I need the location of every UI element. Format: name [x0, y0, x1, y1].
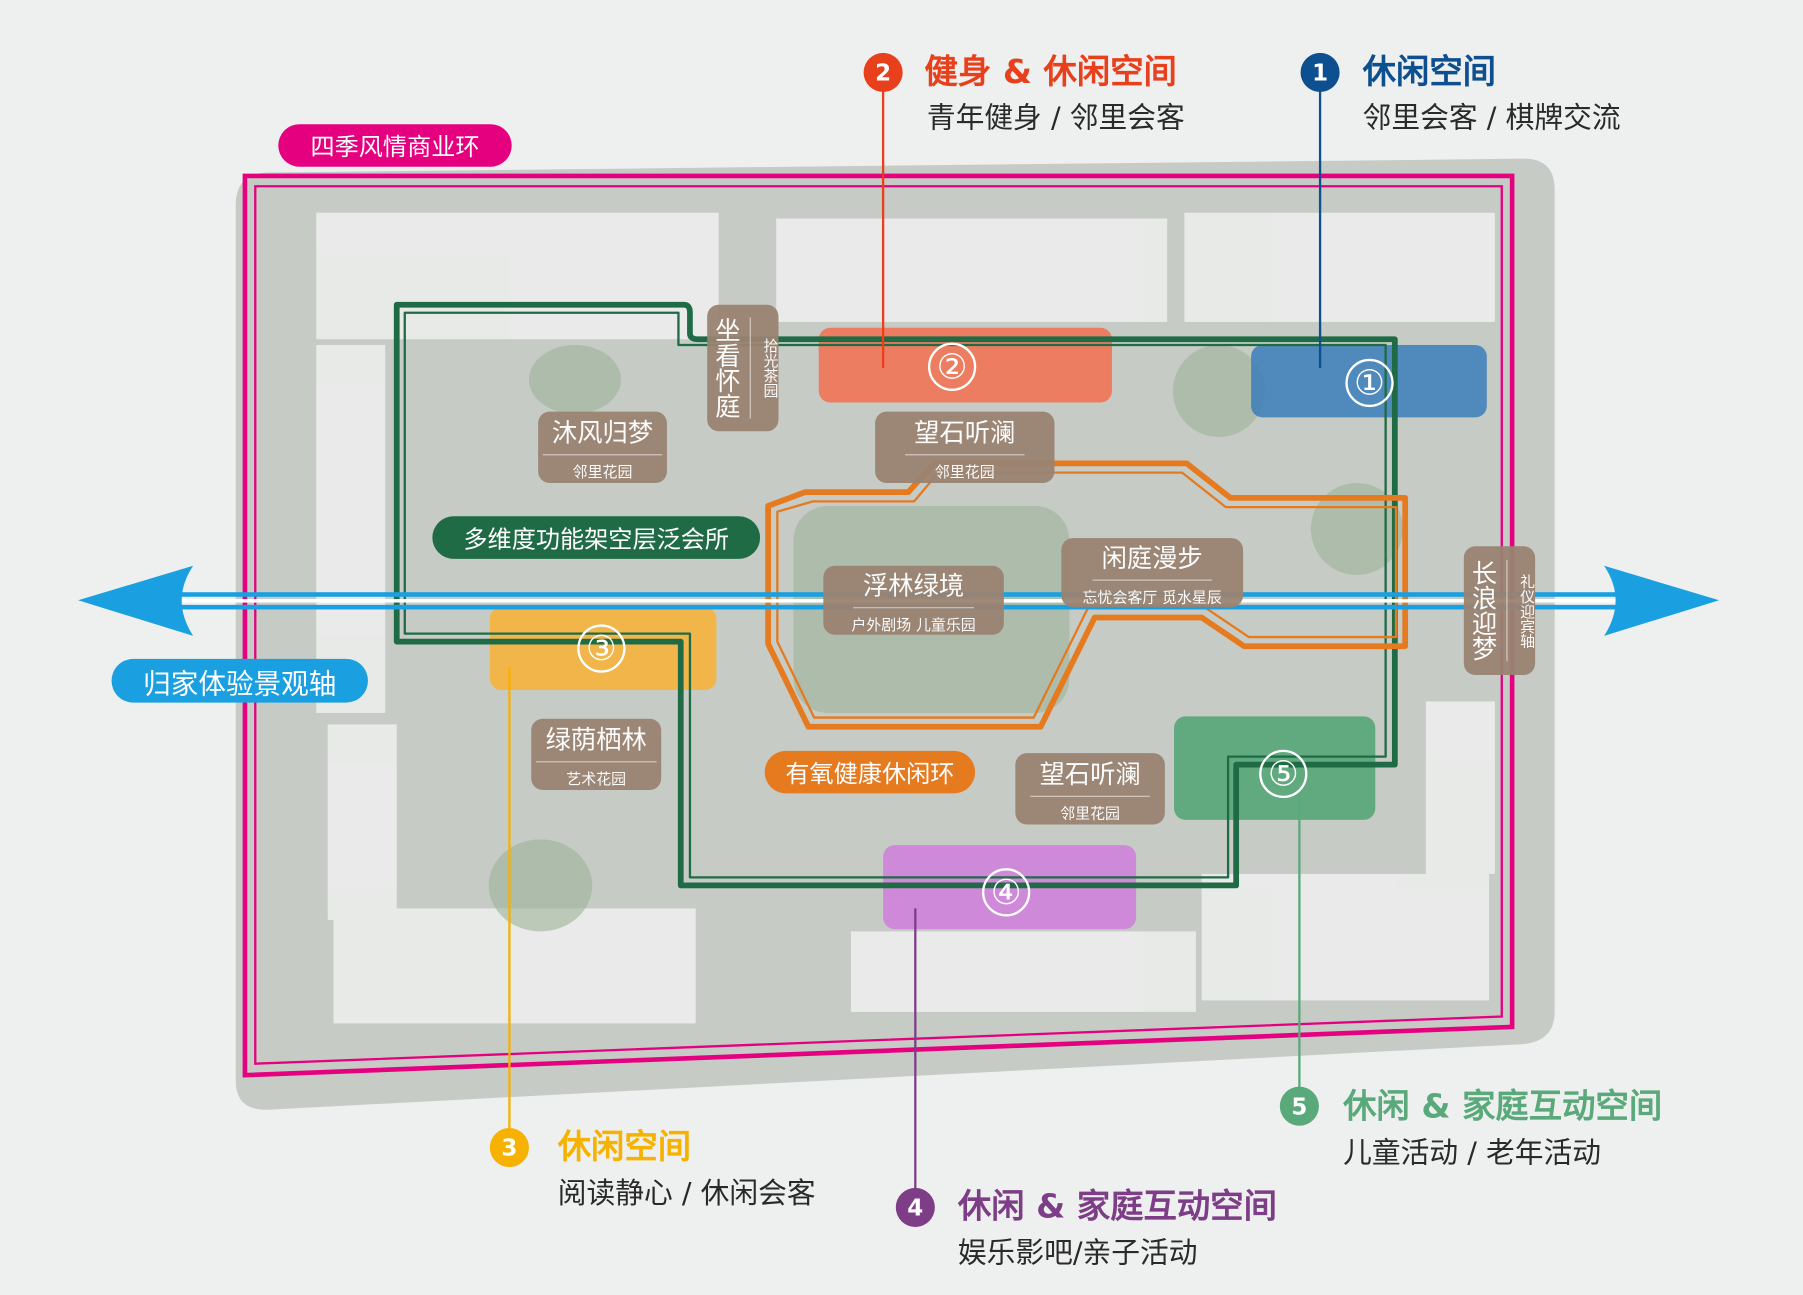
callout-subtitle: 娱乐影吧/亲子活动 [957, 1236, 1198, 1270]
garden-sub: 邻里花园 [934, 464, 995, 482]
leader-lines [508, 89, 1322, 1189]
callout-number: 5 [1279, 1086, 1319, 1126]
axis-label: 归家体验景观轴 [111, 658, 368, 703]
callout-subtitle: 邻里会客 / 棋牌交流 [1362, 101, 1621, 135]
zone-1-marker: ① [1345, 358, 1394, 408]
garden-name: 沐风归梦 [542, 413, 663, 456]
garden-sub: 艺术花园 [566, 771, 627, 789]
garden-name: 望石听澜 [1030, 754, 1150, 797]
garden-sub: 拾光茶园 [760, 338, 778, 398]
callout-subtitle: 青年健身 / 邻里会客 [926, 101, 1185, 135]
callout-subtitle: 阅读静心 / 休闲会客 [557, 1176, 816, 1210]
path-label: 多维度功能架空层泛会所 [432, 516, 761, 559]
garden-label: 浮林绿境户外剧场 儿童乐园 [823, 565, 1004, 635]
garden-name: 长浪迎梦 [1463, 560, 1508, 662]
garden-name: 闲庭漫步 [1092, 538, 1212, 581]
garden-name: 望石听澜 [904, 413, 1025, 456]
callout-number: 4 [895, 1187, 935, 1227]
garden-label: 望石听澜邻里花园 [875, 411, 1055, 483]
garden-sub: 邻里花园 [572, 464, 633, 482]
garden-sub: 礼仪迎宾轴 [1516, 573, 1534, 648]
callout-number: 2 [863, 52, 903, 92]
ring-label: 四季风情商业环 [278, 124, 512, 167]
zone-3-marker: ③ [577, 624, 626, 673]
garden-name: 浮林绿境 [853, 566, 974, 609]
garden-sub: 邻里花园 [1060, 806, 1121, 824]
axis-arrow-right-icon [1604, 565, 1720, 636]
zone-5-marker: ⑤ [1259, 749, 1308, 799]
callout-title: 休闲空间 [1362, 51, 1497, 91]
callout-title: 休闲空间 [557, 1126, 692, 1166]
garden-sub: 户外剧场 儿童乐园 [851, 617, 976, 635]
garden-label: 绿荫栖林艺术花园 [531, 718, 662, 790]
garden-name: 绿荫栖林 [536, 720, 657, 763]
commercial-ring [242, 173, 1515, 1078]
callout-number: 1 [1300, 52, 1340, 92]
callout-number: 3 [489, 1128, 529, 1168]
loop-label: 有氧健康休闲环 [764, 750, 976, 794]
garden-name: 坐看怀庭 [706, 317, 751, 419]
garden-label: 沐风归梦邻里花园 [538, 411, 667, 483]
zone-2-marker: ② [927, 342, 977, 391]
buildings [316, 212, 1495, 1024]
garden-label-vertical: 长浪迎梦礼仪迎宾轴 [1463, 546, 1536, 675]
zone-4-marker: ④ [982, 868, 1031, 917]
callout-title: 健身 & 休闲空间 [924, 51, 1177, 91]
garden-label-vertical: 坐看怀庭拾光茶园 [706, 304, 779, 432]
garden-label: 望石听澜邻里花园 [1015, 753, 1165, 825]
garden-sub: 忘忧会客厅 觅水星辰 [1082, 589, 1222, 608]
garden-label: 闲庭漫步忘忧会客厅 觅水星辰 [1061, 538, 1244, 608]
callout-title: 休闲 & 家庭互动空间 [957, 1186, 1277, 1226]
callout-title: 休闲 & 家庭互动空间 [1343, 1086, 1663, 1126]
callout-subtitle: 儿童活动 / 老年活动 [1343, 1136, 1602, 1170]
axis-arrow-left-icon [78, 565, 194, 636]
